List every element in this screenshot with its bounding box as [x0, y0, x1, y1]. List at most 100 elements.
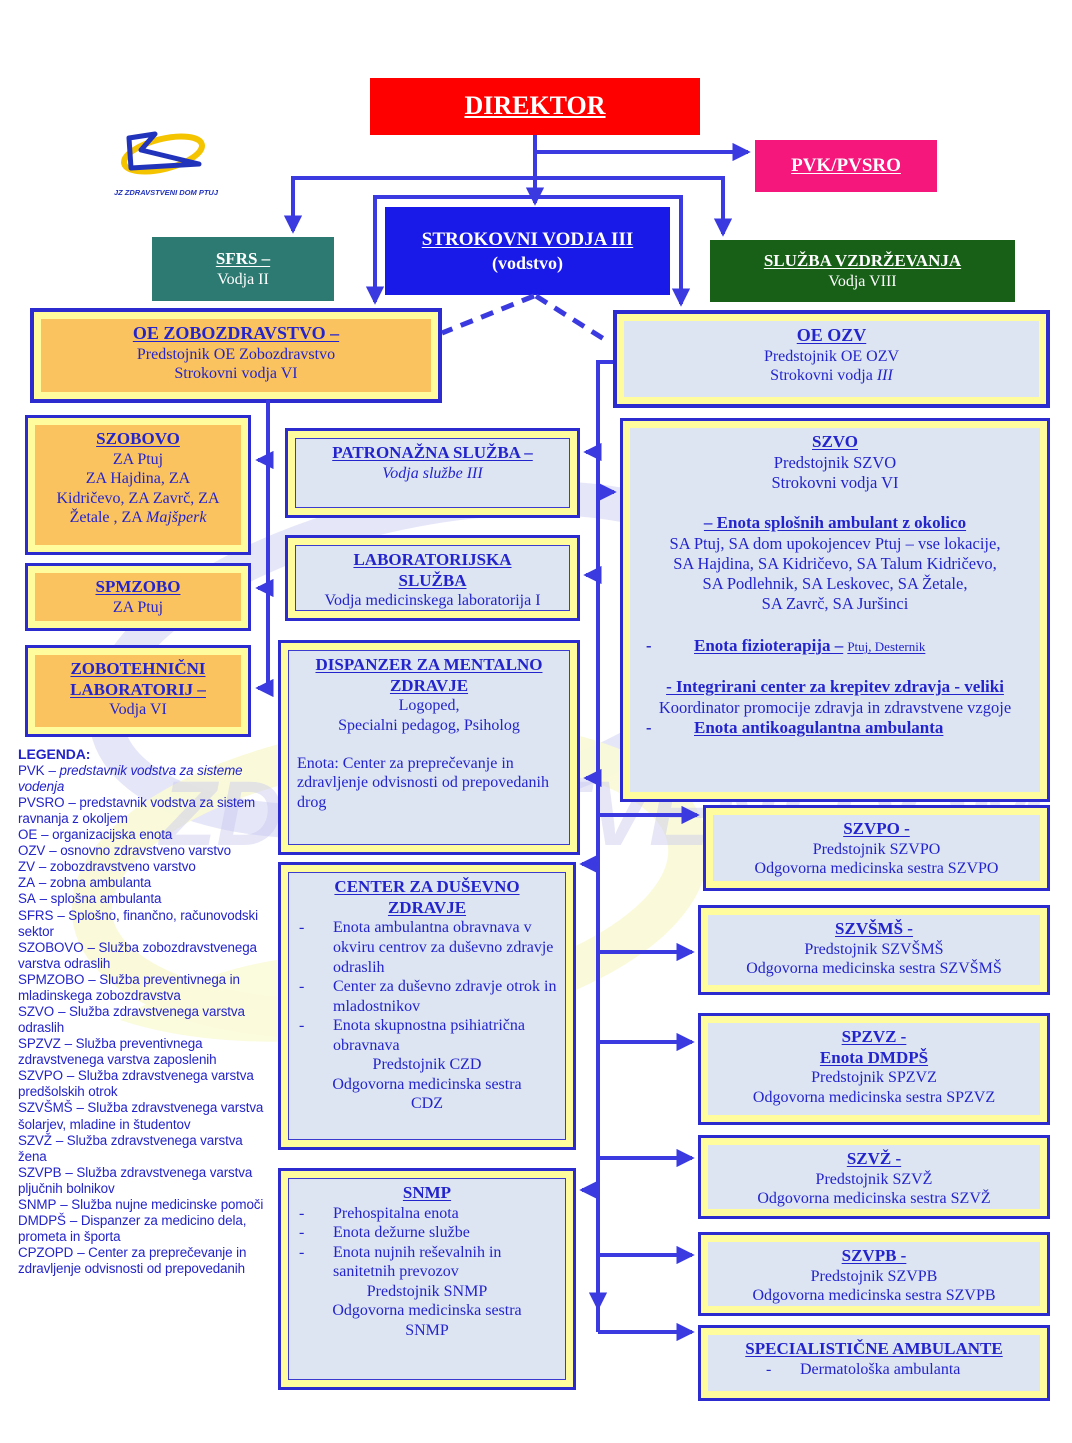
- legend-item: SZOBOVO– Služba zobozdravstvenega varstv…: [18, 939, 257, 971]
- oe-ozv-line: Strokovni vodja III: [770, 367, 893, 385]
- spzvz-line: Predstojnik SPZVZ: [811, 1069, 937, 1087]
- legend-item: SNMP– Služba nujne medicinske pomoči: [18, 1196, 264, 1212]
- szvo-sa-line: SA Hajdina, SA Kidričevo, SA Talum Kidri…: [673, 553, 997, 573]
- node-sluzba-vzdrzevanja: SLUŽBA VZDRŽEVANJA Vodja VIII: [710, 240, 1015, 302]
- node-szvo: SZVO Predstojnik SZVO Strokovni vodja VI…: [620, 418, 1050, 802]
- spmzobo-title: SPMZOBO: [95, 577, 181, 596]
- szvpo-line: Odgovorna medicinska sestra SZVPO: [754, 860, 999, 878]
- legend-item: ZA– zobna ambulanta: [18, 875, 152, 891]
- szvo-fizioterapija: - Enota fizioterapija – Ptuj, Desternik: [646, 636, 926, 656]
- legend-item: SPMZOBO– Služba preventivnega in mladins…: [18, 971, 240, 1003]
- szvo-integrirani-title: - Integrirani center za krepitev zdravja…: [666, 676, 1004, 696]
- oe-zobo-line: Strokovni vodja VI: [174, 365, 298, 383]
- node-szobovo: SZOBOVO ZA Ptuj ZA Hajdina, ZA Kidričevo…: [25, 415, 251, 555]
- legend-item: PVSRO– predstavnik vodstva za sistem rav…: [18, 794, 256, 827]
- legend-item: OE– organizacijska enota: [18, 827, 173, 843]
- oe-zobo-title: OE ZOBOZDRAVSTVO –: [132, 323, 340, 343]
- strokovni-title: STROKOVNI VODJA III: [421, 228, 634, 250]
- zobotehnicni-title: LABORATORIJ –: [70, 679, 206, 699]
- node-dispanzer-mentalno-zdravje: DISPANZER ZA MENTALNO ZDRAVJE Logoped, S…: [278, 640, 580, 855]
- szvz-line: Predstojnik SZVŽ: [815, 1170, 933, 1188]
- spzvz-title: SPZVZ -: [841, 1027, 907, 1046]
- node-laboratorijska-sluzba: LABORATORIJSKA SLUŽBA Vodja medicinskega…: [285, 535, 580, 621]
- sfrs-title: SFRS –: [215, 249, 271, 269]
- szvsms-line: Odgovorna medicinska sestra SZVŠMŠ: [746, 960, 1002, 978]
- snmp-bullet: -Prehospitalna enota: [299, 1204, 459, 1222]
- logo-icon: [121, 131, 205, 175]
- specialisticne-bullet: -Dermatološka ambulanta: [766, 1360, 961, 1378]
- node-szvz: SZVŽ - Predstojnik SZVŽ Odgovorna medici…: [698, 1135, 1050, 1219]
- legend-item: PVK– predstavnik vodstva za sisteme vode…: [18, 762, 243, 794]
- legend-item: SZVŽ– Služba zdravstvenega varstva žena: [18, 1132, 243, 1164]
- szvo-antikoagulantna: - Enota antikoagulantna ambulanta: [646, 717, 944, 737]
- strokovni-subtitle: (vodstvo): [492, 252, 563, 273]
- zobotehnicni-line: Vodja VI: [109, 701, 167, 719]
- pvk-title: PVK/PVSRO: [791, 155, 901, 177]
- legend: LEGENDA: PVK– predstavnik vodstva za sis…: [18, 746, 272, 1277]
- node-szvpo: SZVPO - Predstojnik SZVPO Odgovorna medi…: [703, 805, 1050, 891]
- legend-item: SFRS– Splošno, finančno, računovodski se…: [18, 907, 258, 939]
- dispanzer-paragraph: Enota: Center za preprečevanje in zdravl…: [297, 754, 549, 811]
- czd-bullet: -Center za duševno zdravje otrok in mlad…: [299, 978, 557, 1015]
- node-szvsms: SZVŠMŠ - Predstojnik SZVŠMŠ Odgovorna me…: [698, 905, 1050, 995]
- legend-item: SPZVZ– Služba preventivnega zdravstveneg…: [18, 1036, 217, 1068]
- vzdrzevanje-subtitle: Vodja VIII: [828, 272, 897, 290]
- szvpb-line: Odgovorna medicinska sestra SZVPB: [752, 1287, 996, 1305]
- szvpo-line: Predstojnik SZVPO: [812, 840, 941, 858]
- legend-item: SZVPB– Služba zdravstvenega varstva plju…: [18, 1164, 253, 1196]
- legend-item: SZVPO– Služba zdravstvenega varstva pred…: [18, 1068, 254, 1100]
- patronazna-line: Vodja službe III: [382, 464, 483, 482]
- node-spzvz: SPZVZ - Enota DMDPŠ Predstojnik SPZVZ Od…: [698, 1013, 1050, 1125]
- legend-item: SZVŠMŠ– Služba zdravstvenega varstva šol…: [18, 1100, 264, 1132]
- czd-title: CENTER ZA DUŠEVNO: [334, 877, 520, 896]
- legend-item: ZV– zobozdravstveno varstvo: [18, 859, 196, 875]
- laboratorijska-title: LABORATORIJSKA: [353, 550, 512, 569]
- node-sfrs: SFRS – Vodja II: [152, 237, 334, 301]
- dispanzer-title: DISPANZER ZA MENTALNO: [315, 655, 543, 674]
- legend-title: LEGENDA:: [18, 746, 91, 762]
- oe-ozv-title: OE OZV: [796, 325, 867, 345]
- vzdrzevanje-title: SLUŽBA VZDRŽEVANJA: [763, 251, 962, 271]
- szvo-title: SZVO: [812, 432, 858, 451]
- node-center-dusevno-zdravje: CENTER ZA DUŠEVNO ZDRAVJE -Enota ambulan…: [278, 862, 576, 1150]
- org-logo: JZ ZDRAVSTVENI DOM PTUJ: [108, 124, 224, 197]
- szvo-sa-line: SA Zavrč, SA Juršinci: [761, 594, 909, 614]
- direktor-title: DIREKTOR: [464, 91, 606, 121]
- czd-line: Predstojnik CZD: [372, 1056, 482, 1074]
- oe-zobo-line: Predstojnik OE Zobozdravstvo: [136, 345, 336, 363]
- oe-ozv-line: Predstojnik OE OZV: [763, 347, 900, 365]
- szvo-sa-line: SA Podlehnik, SA Leskovec, SA Žetale,: [702, 573, 968, 593]
- szvz-title: SZVŽ -: [846, 1149, 902, 1168]
- szobovo-line: ZA Hajdina, ZA: [85, 470, 191, 488]
- czd-bullet: -Enota skupnostna psihiatrična obravnava: [299, 1017, 525, 1054]
- snmp-title: SNMP: [402, 1183, 452, 1202]
- node-direktor: DIREKTOR: [370, 78, 700, 135]
- node-szvpb: SZVPB - Predstojnik SZVPB Odgovorna medi…: [698, 1232, 1050, 1316]
- szvo-line: Predstojnik SZVO: [773, 452, 897, 472]
- node-patronazna-sluzba: PATRONAŽNA SLUŽBA – Vodja službe III: [285, 428, 580, 518]
- legend-item: SZVO– Služba zdravstvenega varstva odras…: [18, 1003, 245, 1036]
- czd-bullet: -Enota ambulantna obravnava v okviru cen…: [299, 919, 554, 976]
- dispanzer-line: Logoped,: [398, 697, 460, 715]
- szobovo-line: ZA Ptuj: [112, 450, 164, 468]
- szvpb-title: SZVPB -: [841, 1246, 907, 1265]
- snmp-bullet: -Enota nujnih reševalnih in sanitetnih p…: [299, 1243, 502, 1281]
- laboratorijska-title: SLUŽBA: [398, 570, 467, 590]
- node-pvk-pvsro: PVK/PVSRO: [755, 140, 937, 192]
- laboratorijska-line: Vodja medicinskega laboratorija I: [324, 592, 541, 610]
- snmp-line: SNMP: [405, 1321, 449, 1339]
- zobotehnicni-title: ZOBOTEHNIČNI: [70, 659, 206, 678]
- snmp-bullet: -Enota dežurne službe: [299, 1224, 470, 1242]
- szvo-sub1-title: – Enota splošnih ambulant z okolico: [703, 512, 967, 532]
- szvsms-title: SZVŠMŠ -: [835, 919, 913, 938]
- szvsms-line: Predstojnik SZVŠMŠ: [804, 940, 944, 958]
- legend-item: DMDPŠ– Dispanzer za medicino dela, prome…: [18, 1212, 247, 1245]
- node-snmp: SNMP -Prehospitalna enota -Enota dežurne…: [278, 1168, 576, 1390]
- czd-line: CDZ: [411, 1095, 443, 1113]
- szobovo-title: SZOBOVO: [96, 429, 180, 448]
- szvz-line: Odgovorna medicinska sestra SZVŽ: [757, 1190, 991, 1208]
- legend-item: SA– splošna ambulanta: [18, 891, 162, 907]
- logo-caption: JZ ZDRAVSTVENI DOM PTUJ: [113, 188, 219, 197]
- czd-line: Odgovorna medicinska sestra: [332, 1075, 522, 1093]
